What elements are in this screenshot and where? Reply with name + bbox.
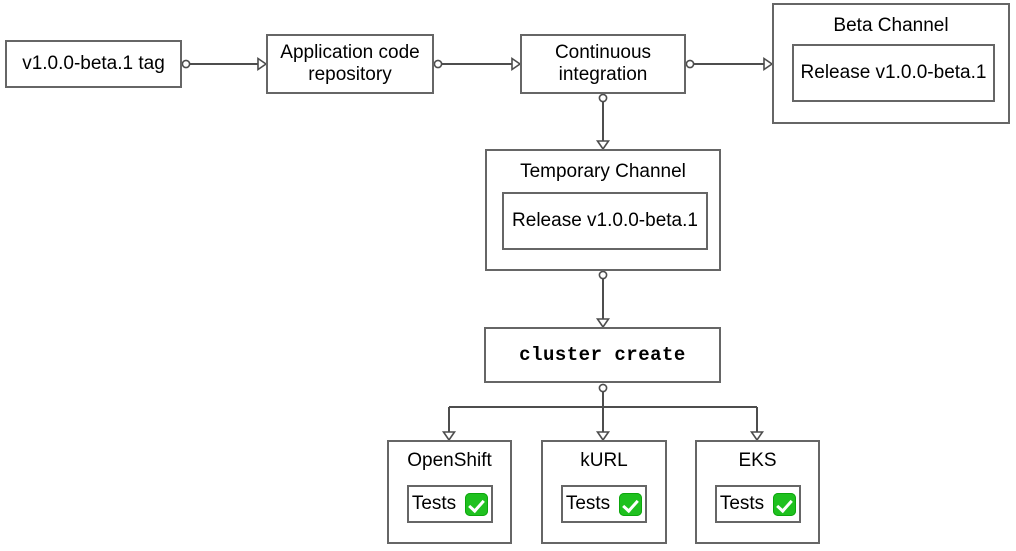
node-cluster-create-label: cluster create (519, 343, 686, 366)
eks-tests-box[interactable]: Tests (715, 485, 801, 523)
temporary-channel-release-box[interactable]: Release v1.0.0-beta.1 (502, 192, 708, 250)
temporary-channel-title: Temporary Channel (520, 161, 686, 182)
kurl-title: kURL (580, 450, 628, 471)
eks-tests-label: Tests (719, 493, 765, 514)
edge-ci-to-temporary-channel (595, 93, 611, 151)
kurl-tests-box[interactable]: Tests (561, 485, 647, 523)
beta-channel-title: Beta Channel (833, 15, 949, 36)
edge-temporary-channel-to-cluster-create (595, 270, 611, 329)
beta-channel-release-box[interactable]: Release v1.0.0-beta.1 (792, 44, 995, 102)
node-application-code-repository-label: Application code repository (280, 41, 420, 85)
openshift-title: OpenShift (407, 450, 492, 471)
node-continuous-integration[interactable]: Continuous integration (520, 34, 686, 94)
check-mark-green-icon (619, 492, 643, 516)
node-temporary-channel[interactable]: Temporary Channel Release v1.0.0-beta.1 (485, 149, 721, 271)
openshift-tests-box[interactable]: Tests (407, 485, 493, 523)
temporary-channel-release-label: Release v1.0.0-beta.1 (512, 210, 698, 231)
check-mark-green-icon (465, 492, 489, 516)
edge-repo-to-ci (433, 56, 522, 72)
node-tag[interactable]: v1.0.0-beta.1 tag (5, 40, 182, 88)
node-kurl[interactable]: kURL Tests (541, 440, 667, 544)
edge-tag-to-repo (181, 56, 268, 72)
check-mark-green-icon (773, 492, 797, 516)
openshift-tests-label: Tests (411, 493, 457, 514)
node-eks[interactable]: EKS Tests (695, 440, 820, 544)
kurl-tests-label: Tests (565, 493, 611, 514)
node-openshift[interactable]: OpenShift Tests (387, 440, 512, 544)
node-cluster-create[interactable]: cluster create (484, 327, 721, 383)
edge-ci-to-beta-channel (685, 56, 774, 72)
node-continuous-integration-label: Continuous integration (554, 41, 652, 85)
node-tag-label: v1.0.0-beta.1 tag (22, 52, 165, 74)
eks-title: EKS (738, 450, 777, 471)
edge-cluster-create-fanout (441, 383, 765, 442)
node-application-code-repository[interactable]: Application code repository (266, 34, 434, 94)
node-beta-channel[interactable]: Beta Channel Release v1.0.0-beta.1 (772, 3, 1010, 124)
beta-channel-release-label: Release v1.0.0-beta.1 (800, 62, 987, 83)
